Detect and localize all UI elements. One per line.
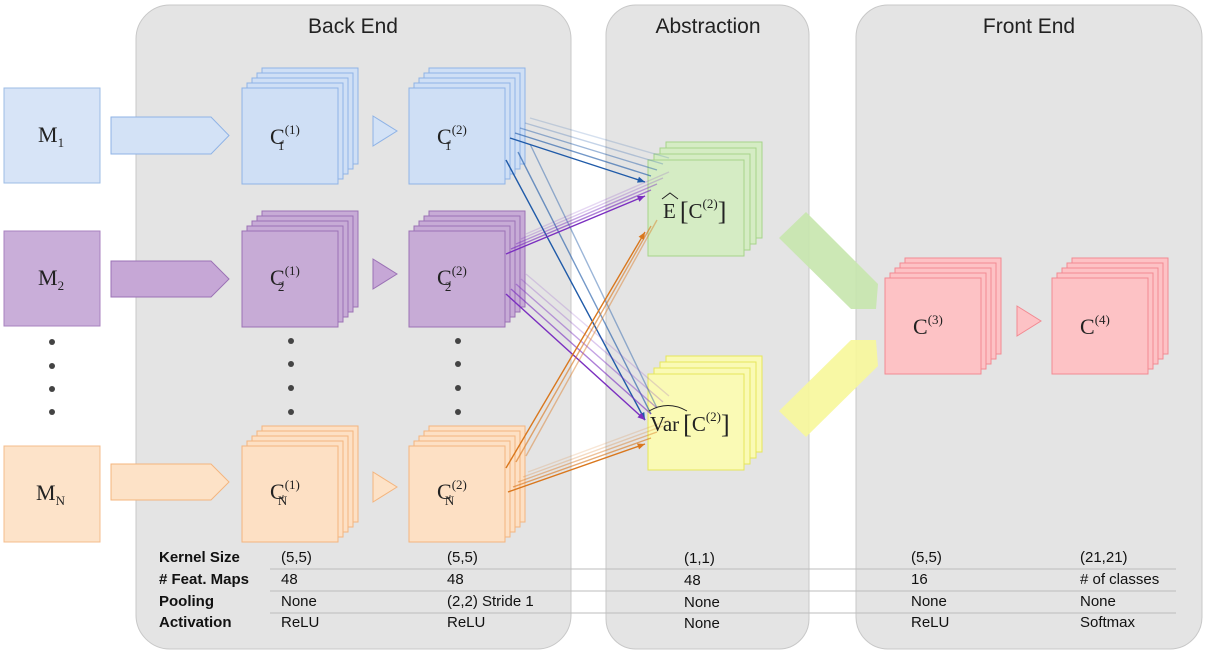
input-m2-base: M (38, 265, 58, 290)
svg-text:C(2)N: C(2)N (437, 477, 467, 508)
row-label-activation: Activation (159, 614, 232, 631)
abstraction-feat-maps: 48 (684, 572, 701, 589)
input-m2: M2 (3, 230, 101, 327)
c4-stack (1051, 257, 1169, 375)
expectation-hat (661, 192, 679, 200)
input-mn: MN (3, 445, 101, 543)
blue-to-variance (505, 143, 658, 421)
c3-stack (884, 257, 1002, 375)
conv2-stack-n (408, 425, 526, 543)
conv1-activation: ReLU (281, 614, 319, 631)
row-label-feat-maps: # Feat. Maps (159, 571, 249, 588)
variance-label: Var[C(2)] (650, 409, 730, 439)
svg-text:MN: MN (36, 480, 66, 508)
front-arrow (1016, 305, 1042, 337)
input-m2-sub: 2 (58, 278, 65, 293)
orange-to-variance (507, 419, 670, 493)
abstraction-labels: E[C(2)] Var[C(2)] (648, 192, 730, 439)
conv2-feat-maps: 48 (447, 571, 464, 588)
conv1-pooling: None (281, 593, 317, 610)
c3-label: C(3) (913, 312, 943, 339)
conv1-feat-maps: 48 (281, 571, 298, 588)
input-arrow-2 (110, 260, 230, 298)
input-m1-sub: 1 (58, 135, 65, 150)
c4-label: C(4) (1080, 312, 1110, 339)
feature-maps (241, 67, 1169, 543)
conv2-pooling: (2,2) Stride 1 (447, 593, 534, 610)
conv4-feat-maps: # of classes (1080, 571, 1159, 588)
input-m1: M1 (3, 87, 101, 184)
conv1-stack-2 (241, 210, 359, 328)
front-labels: C(3) C(4) (913, 312, 1110, 339)
svg-text:C(1)2: C(1)2 (270, 263, 300, 294)
conv3-pooling: None (911, 593, 947, 610)
expectation-merge-arrow (779, 212, 878, 309)
svg-text:C(2)2: C(2)2 (437, 263, 467, 294)
expectation-stack (647, 141, 763, 257)
expectation-label: E[C(2)] (663, 196, 726, 226)
abstraction-title: Abstraction (655, 15, 760, 38)
conv1-kernel-size: (5,5) (281, 549, 312, 566)
input-arrow-1 (110, 116, 230, 155)
parameter-table: Kernel Size # Feat. Maps Pooling Activat… (159, 549, 1159, 632)
pool-arrow-1 (372, 115, 398, 147)
svg-text:C(1)N: C(1)N (270, 477, 300, 508)
conv2-kernel-size: (5,5) (447, 549, 478, 566)
conv4-activation: Softmax (1080, 614, 1136, 631)
input-arrow-n (110, 463, 230, 501)
conv2-labels: C(2)1 C(2)2 C(2)N (437, 122, 467, 508)
conv1-stack-1 (241, 67, 359, 185)
purple-to-expectation (505, 171, 670, 255)
svg-text:M2: M2 (38, 265, 64, 293)
abstraction-kernel-size: (1,1) (684, 550, 715, 567)
flow-arrows (110, 115, 1042, 503)
pool-arrow-2 (372, 258, 398, 290)
input-m1-base: M (38, 122, 58, 147)
conv4-kernel-size: (21,21) (1080, 549, 1128, 566)
variance-stack (647, 355, 763, 471)
connection-lines (505, 117, 670, 493)
svg-text:C(2)1: C(2)1 (437, 122, 467, 153)
svg-text:M1: M1 (38, 122, 64, 150)
variance-hat (648, 405, 688, 412)
ellipsis-dots (49, 338, 461, 415)
variance-merge-arrow (779, 340, 878, 437)
conv4-pooling: None (1080, 593, 1116, 610)
input-mn-base: M (36, 480, 56, 505)
pool-arrow-n (372, 471, 398, 503)
orange-to-expectation (505, 219, 658, 469)
svg-text:C(1)1: C(1)1 (270, 122, 300, 153)
row-label-kernel-size: Kernel Size (159, 549, 240, 566)
abstraction-activation: None (684, 615, 720, 632)
conv1-stack-n (241, 425, 359, 543)
conv2-stack-2 (408, 210, 526, 328)
conv3-kernel-size: (5,5) (911, 549, 942, 566)
conv2-stack-1 (408, 67, 526, 185)
conv3-activation: ReLU (911, 614, 949, 631)
blue-to-expectation (509, 117, 670, 183)
input-mn-sub: N (56, 493, 66, 508)
table-row-lines (270, 568, 1176, 614)
front-end-title: Front End (983, 15, 1075, 38)
back-end-title: Back End (308, 15, 398, 38)
conv3-feat-maps: 16 (911, 571, 928, 588)
abstraction-pooling: None (684, 594, 720, 611)
conv1-labels: C(1)1 C(1)2 C(1)N (270, 122, 300, 508)
row-label-pooling: Pooling (159, 593, 214, 610)
conv2-activation: ReLU (447, 614, 485, 631)
